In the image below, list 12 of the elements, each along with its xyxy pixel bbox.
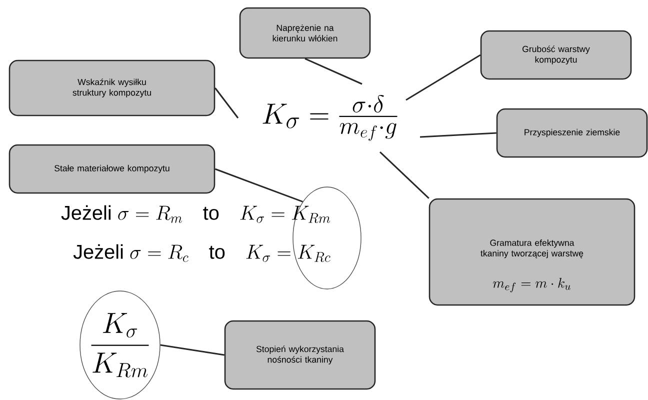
formula: $\frac{K_\sigma}{K_{Rm}}$: [91, 313, 149, 378]
callout-box: Stopień wykorzystania nośności tkaniny: [224, 320, 376, 390]
formula: $\text{Jeżeli }\sigma = R_m\quad\text{to}\quad K_\sigma = K_{Rm}$: [61, 205, 330, 224]
ellipse-outline: [80, 290, 160, 400]
formula: $\text{Jeżeli }\sigma = R_c\quad\text{to}\quad K_\sigma = K_{Rc}$: [73, 244, 330, 262]
callout-box: Naprężenie na kierunku włókien: [239, 7, 371, 59]
formula: $K_\sigma = \frac{\sigma\cdot\delta}{m_{ef}\cdot g}$: [262, 94, 398, 141]
callout-box: Przyspieszenie ziemskie: [496, 108, 648, 158]
callout-box: Wskaźnik wysiłku struktury kompozytu: [8, 60, 216, 116]
callout-box: Grubość warstwy kompozytu: [480, 30, 632, 80]
formula: $m_{ef} = m\cdot k_u$: [493, 278, 570, 292]
callout-box: Stałe materiałowe kompozytu: [8, 144, 216, 194]
